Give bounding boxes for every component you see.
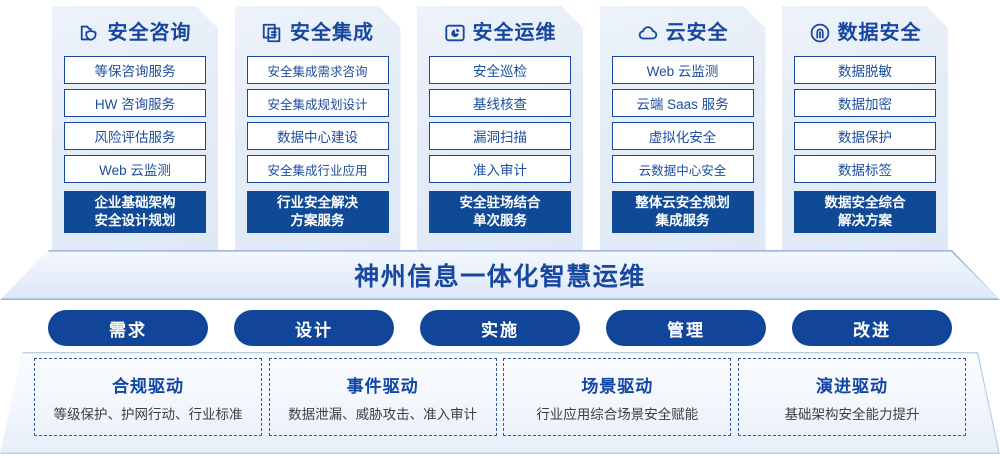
summary-line: 数据安全综合	[824, 195, 906, 211]
banner-shape	[0, 250, 1000, 300]
service-column-cloud-security[interactable]: 云安全 Web 云监测 云端 Saas 服务 虚拟化安全 云数据中心安全 整体云…	[600, 6, 766, 254]
driver-subtitle: 基础架构安全能力提升	[784, 406, 920, 422]
banner-title: 神州信息一体化智慧运维	[354, 263, 646, 291]
column-title: 安全运维	[472, 22, 557, 44]
fingerprint-icon	[809, 22, 831, 44]
service-item[interactable]: 虚拟化安全	[612, 122, 754, 150]
column-summary[interactable]: 整体云安全规划 集成服务	[612, 191, 754, 233]
service-item[interactable]: 云数据中心安全	[612, 155, 754, 183]
column-header: 安全运维	[429, 16, 571, 50]
summary-line: 安全设计规划	[94, 213, 176, 228]
service-item[interactable]: HW 咨询服务	[64, 89, 206, 117]
phase-pill-design[interactable]: 设计	[234, 310, 394, 346]
driver-card-incident[interactable]: 事件驱动 数据泄漏、威胁攻击、准入审计	[268, 358, 497, 436]
column-summary[interactable]: 企业基础架构 安全设计规划	[64, 191, 206, 233]
phase-pill-improvement[interactable]: 改进	[792, 310, 952, 346]
service-column-security-consulting[interactable]: 安全咨询 等保咨询服务 HW 咨询服务 风险评估服务 Web 云监测 企业基础架…	[52, 6, 218, 254]
driver-subtitle: 等级保护、护网行动、行业标准	[53, 406, 243, 422]
driver-title: 合规驱动	[112, 376, 184, 396]
folder-shield-icon	[79, 22, 101, 44]
service-item[interactable]: 数据中心建设	[247, 122, 389, 150]
service-item[interactable]: 数据保护	[794, 122, 936, 150]
driver-subtitle: 行业应用综合场景安全赋能	[536, 406, 699, 422]
drivers-shape	[0, 352, 1000, 454]
column-header: 云安全	[612, 16, 754, 50]
service-item[interactable]: 数据加密	[794, 89, 936, 117]
service-item[interactable]: Web 云监测	[612, 56, 754, 84]
chart-box-icon	[444, 22, 466, 44]
summary-line: 解决方案	[838, 213, 892, 228]
service-item[interactable]: 准入审计	[429, 155, 571, 183]
service-item[interactable]: 数据标签	[794, 155, 936, 183]
phase-pill-implementation[interactable]: 实施	[420, 310, 580, 346]
service-item[interactable]: Web 云监测	[64, 155, 206, 183]
column-header: 安全咨询	[64, 16, 206, 50]
drivers-row: 合规驱动 等级保护、护网行动、行业标准 事件驱动 数据泄漏、威胁攻击、准入审计 …	[0, 358, 1000, 444]
phase-pills: 需求 设计 实施 管理 改进	[0, 310, 1000, 346]
summary-line: 方案服务	[290, 213, 345, 228]
summary-line: 安全驻场结合	[459, 195, 541, 211]
service-column-security-operations[interactable]: 安全运维 安全巡检 基线核查 漏洞扫描 准入审计 安全驻场结合 单次服务	[417, 6, 583, 254]
summary-line: 单次服务	[473, 213, 527, 228]
platform-banner: 神州信息一体化智慧运维	[0, 250, 1000, 300]
driver-card-compliance[interactable]: 合规驱动 等级保护、护网行动、行业标准	[34, 358, 262, 436]
service-item[interactable]: 基线核查	[429, 89, 571, 117]
service-item[interactable]: 数据脱敏	[794, 56, 936, 84]
summary-line: 企业基础架构	[94, 195, 176, 211]
cloud-icon	[637, 22, 659, 44]
column-header: 安全集成	[247, 16, 389, 50]
service-item[interactable]: 安全集成规划设计	[247, 89, 389, 117]
service-item[interactable]: 安全巡检	[429, 56, 571, 84]
column-title: 数据安全	[837, 22, 922, 44]
service-columns: 安全咨询 等保咨询服务 HW 咨询服务 风险评估服务 Web 云监测 企业基础架…	[0, 6, 1000, 254]
column-title: 安全咨询	[107, 22, 192, 44]
service-item[interactable]: 等保咨询服务	[64, 56, 206, 84]
driver-card-evolution[interactable]: 演进驱动 基础架构安全能力提升	[737, 358, 966, 436]
service-item[interactable]: 安全集成行业应用	[247, 155, 389, 183]
service-column-security-integration[interactable]: 安全集成 安全集成需求咨询 安全集成规划设计 数据中心建设 安全集成行业应用 行…	[235, 6, 401, 254]
phase-pill-demand[interactable]: 需求	[48, 310, 208, 346]
column-header: 数据安全	[794, 16, 936, 50]
column-summary[interactable]: 数据安全综合 解决方案	[794, 191, 936, 233]
driver-subtitle: 数据泄漏、威胁攻击、准入审计	[288, 406, 478, 422]
service-item[interactable]: 风险评估服务	[64, 122, 206, 150]
column-title: 云安全	[665, 22, 729, 44]
phase-pill-management[interactable]: 管理	[606, 310, 766, 346]
driver-card-scenario[interactable]: 场景驱动 行业应用综合场景安全赋能	[503, 358, 732, 436]
service-item[interactable]: 云端 Saas 服务	[612, 89, 754, 117]
driver-title: 演进驱动	[815, 376, 888, 396]
summary-line: 整体云安全规划	[635, 195, 730, 211]
summary-line: 行业安全解决	[277, 195, 358, 211]
column-summary[interactable]: 安全驻场结合 单次服务	[429, 191, 571, 233]
service-item[interactable]: 漏洞扫描	[429, 122, 571, 150]
summary-line: 集成服务	[655, 213, 710, 228]
column-summary[interactable]: 行业安全解决 方案服务	[247, 191, 389, 233]
column-title: 安全集成	[290, 22, 374, 44]
copy-documents-icon	[261, 22, 283, 44]
service-column-data-security[interactable]: 数据安全 数据脱敏 数据加密 数据保护 数据标签 数据安全综合 解决方案	[782, 6, 948, 254]
driver-title: 事件驱动	[346, 376, 419, 396]
driver-title: 场景驱动	[581, 376, 654, 396]
drivers-panel: 合规驱动 等级保护、护网行动、行业标准 事件驱动 数据泄漏、威胁攻击、准入审计 …	[0, 352, 1000, 454]
service-item[interactable]: 安全集成需求咨询	[247, 56, 389, 84]
